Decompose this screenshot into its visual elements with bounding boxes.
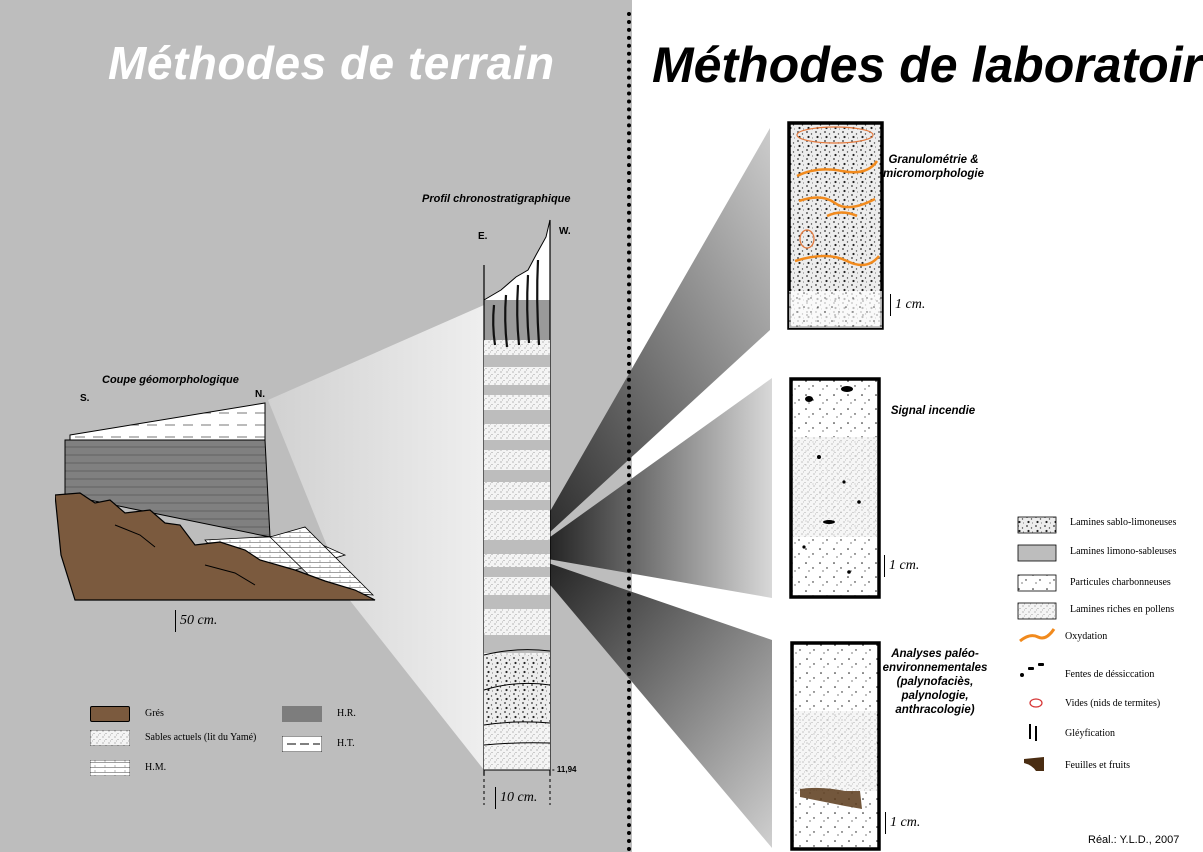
geomorph-south-label: S.: [80, 393, 90, 404]
incendie-method-label: Signal incendie: [890, 405, 976, 417]
fan-incendie: [525, 378, 772, 598]
granulo-sample-box: [787, 121, 884, 330]
sandstone-swatch: [90, 706, 130, 722]
hr-swatch: [282, 706, 322, 722]
paleo-sample-box: [790, 641, 881, 851]
lab-legend-label-3: Lamines riches en pollens: [1070, 604, 1175, 615]
paleo-method-label: Analyses paléo- environnementales (palyn…: [882, 648, 988, 716]
gleyfication-roots: [492, 259, 541, 348]
field-methods-title: Méthodes de terrain: [108, 37, 555, 89]
lab-legend-label-6: Vides (nids de termites): [1065, 698, 1161, 709]
legend-label-sandstone: Grés: [145, 708, 164, 719]
profile-west-label: W.: [559, 226, 571, 237]
chronostratigraphic-column: [483, 219, 551, 805]
profile-title: Profil chronostratigraphique: [422, 193, 571, 205]
profile-scale-bar: 10 cm.: [495, 787, 537, 809]
geomorph-cross-section: [55, 402, 376, 601]
lab-legend-label-0: Lamines sablo-limoneuses: [1070, 517, 1177, 528]
lab-legend-label-8: Feuilles et fruits: [1065, 760, 1130, 771]
legend-label-hr: H.R.: [337, 708, 356, 719]
field-funnel: [268, 305, 484, 770]
leaves-fruits-inclusion: [800, 787, 862, 809]
lab-legend-label-2: Particules charbonneuses: [1070, 577, 1171, 588]
ht-swatch: [282, 736, 322, 752]
geomorph-scale-bar: 50 cm.: [175, 610, 217, 632]
legend-label-ht: H.T.: [337, 738, 355, 749]
gray-box-icon: [1017, 544, 1057, 562]
fan-paleo: [525, 555, 772, 848]
granulo-method-label: Granulométrie & micromorphologie: [883, 154, 984, 180]
leaf-icon: [1024, 757, 1044, 771]
vertical-bars-icon: [1029, 724, 1037, 741]
sand-swatch: [90, 730, 130, 746]
crack-dashes-icon: [1020, 663, 1044, 677]
red-oval-icon: [1029, 698, 1043, 708]
lab-legend-label-4: Oxydation: [1065, 631, 1108, 642]
paleo-scale-bar: 1 cm.: [885, 812, 920, 834]
lab-legend-label-7: Gléyfication: [1065, 728, 1115, 739]
credit-text: Réal.: Y.L.D., 2007: [1088, 834, 1180, 846]
dots-box-icon: [1017, 574, 1057, 592]
fine-stipple-box-icon: [1017, 602, 1057, 620]
orange-streak-icon: [1019, 628, 1056, 643]
panel-divider: [627, 12, 631, 852]
sandstone-layer: [55, 492, 376, 601]
profile-east-label: E.: [478, 231, 488, 242]
profile-depth-label: - 11,94: [552, 765, 577, 774]
hm-swatch: [90, 760, 130, 776]
geomorph-north-label: N.: [255, 389, 265, 400]
lab-legend-label-5: Fentes de déssiccation: [1065, 669, 1155, 680]
granulo-scale-bar: 1 cm.: [890, 294, 925, 316]
sand-layer: [269, 526, 375, 596]
stipple-box-icon: [1017, 516, 1057, 534]
fan-granulo: [525, 128, 770, 555]
lab-legend-label-1: Lamines limono-sableuses: [1070, 546, 1177, 557]
ht-layer: [69, 402, 266, 441]
lab-legend-icons: [1017, 516, 1057, 771]
legend-label-sand: Sables actuels (lit du Yamé): [145, 732, 257, 743]
geomorph-title: Coupe géomorphologique: [102, 374, 239, 386]
legend-label-hm: H.M.: [145, 762, 167, 773]
oxidation-streaks: [794, 160, 880, 267]
incendie-sample-box: [789, 377, 881, 599]
incendie-scale-bar: 1 cm.: [884, 555, 919, 577]
lab-methods-title: Méthodes de laboratoire: [652, 37, 1203, 93]
